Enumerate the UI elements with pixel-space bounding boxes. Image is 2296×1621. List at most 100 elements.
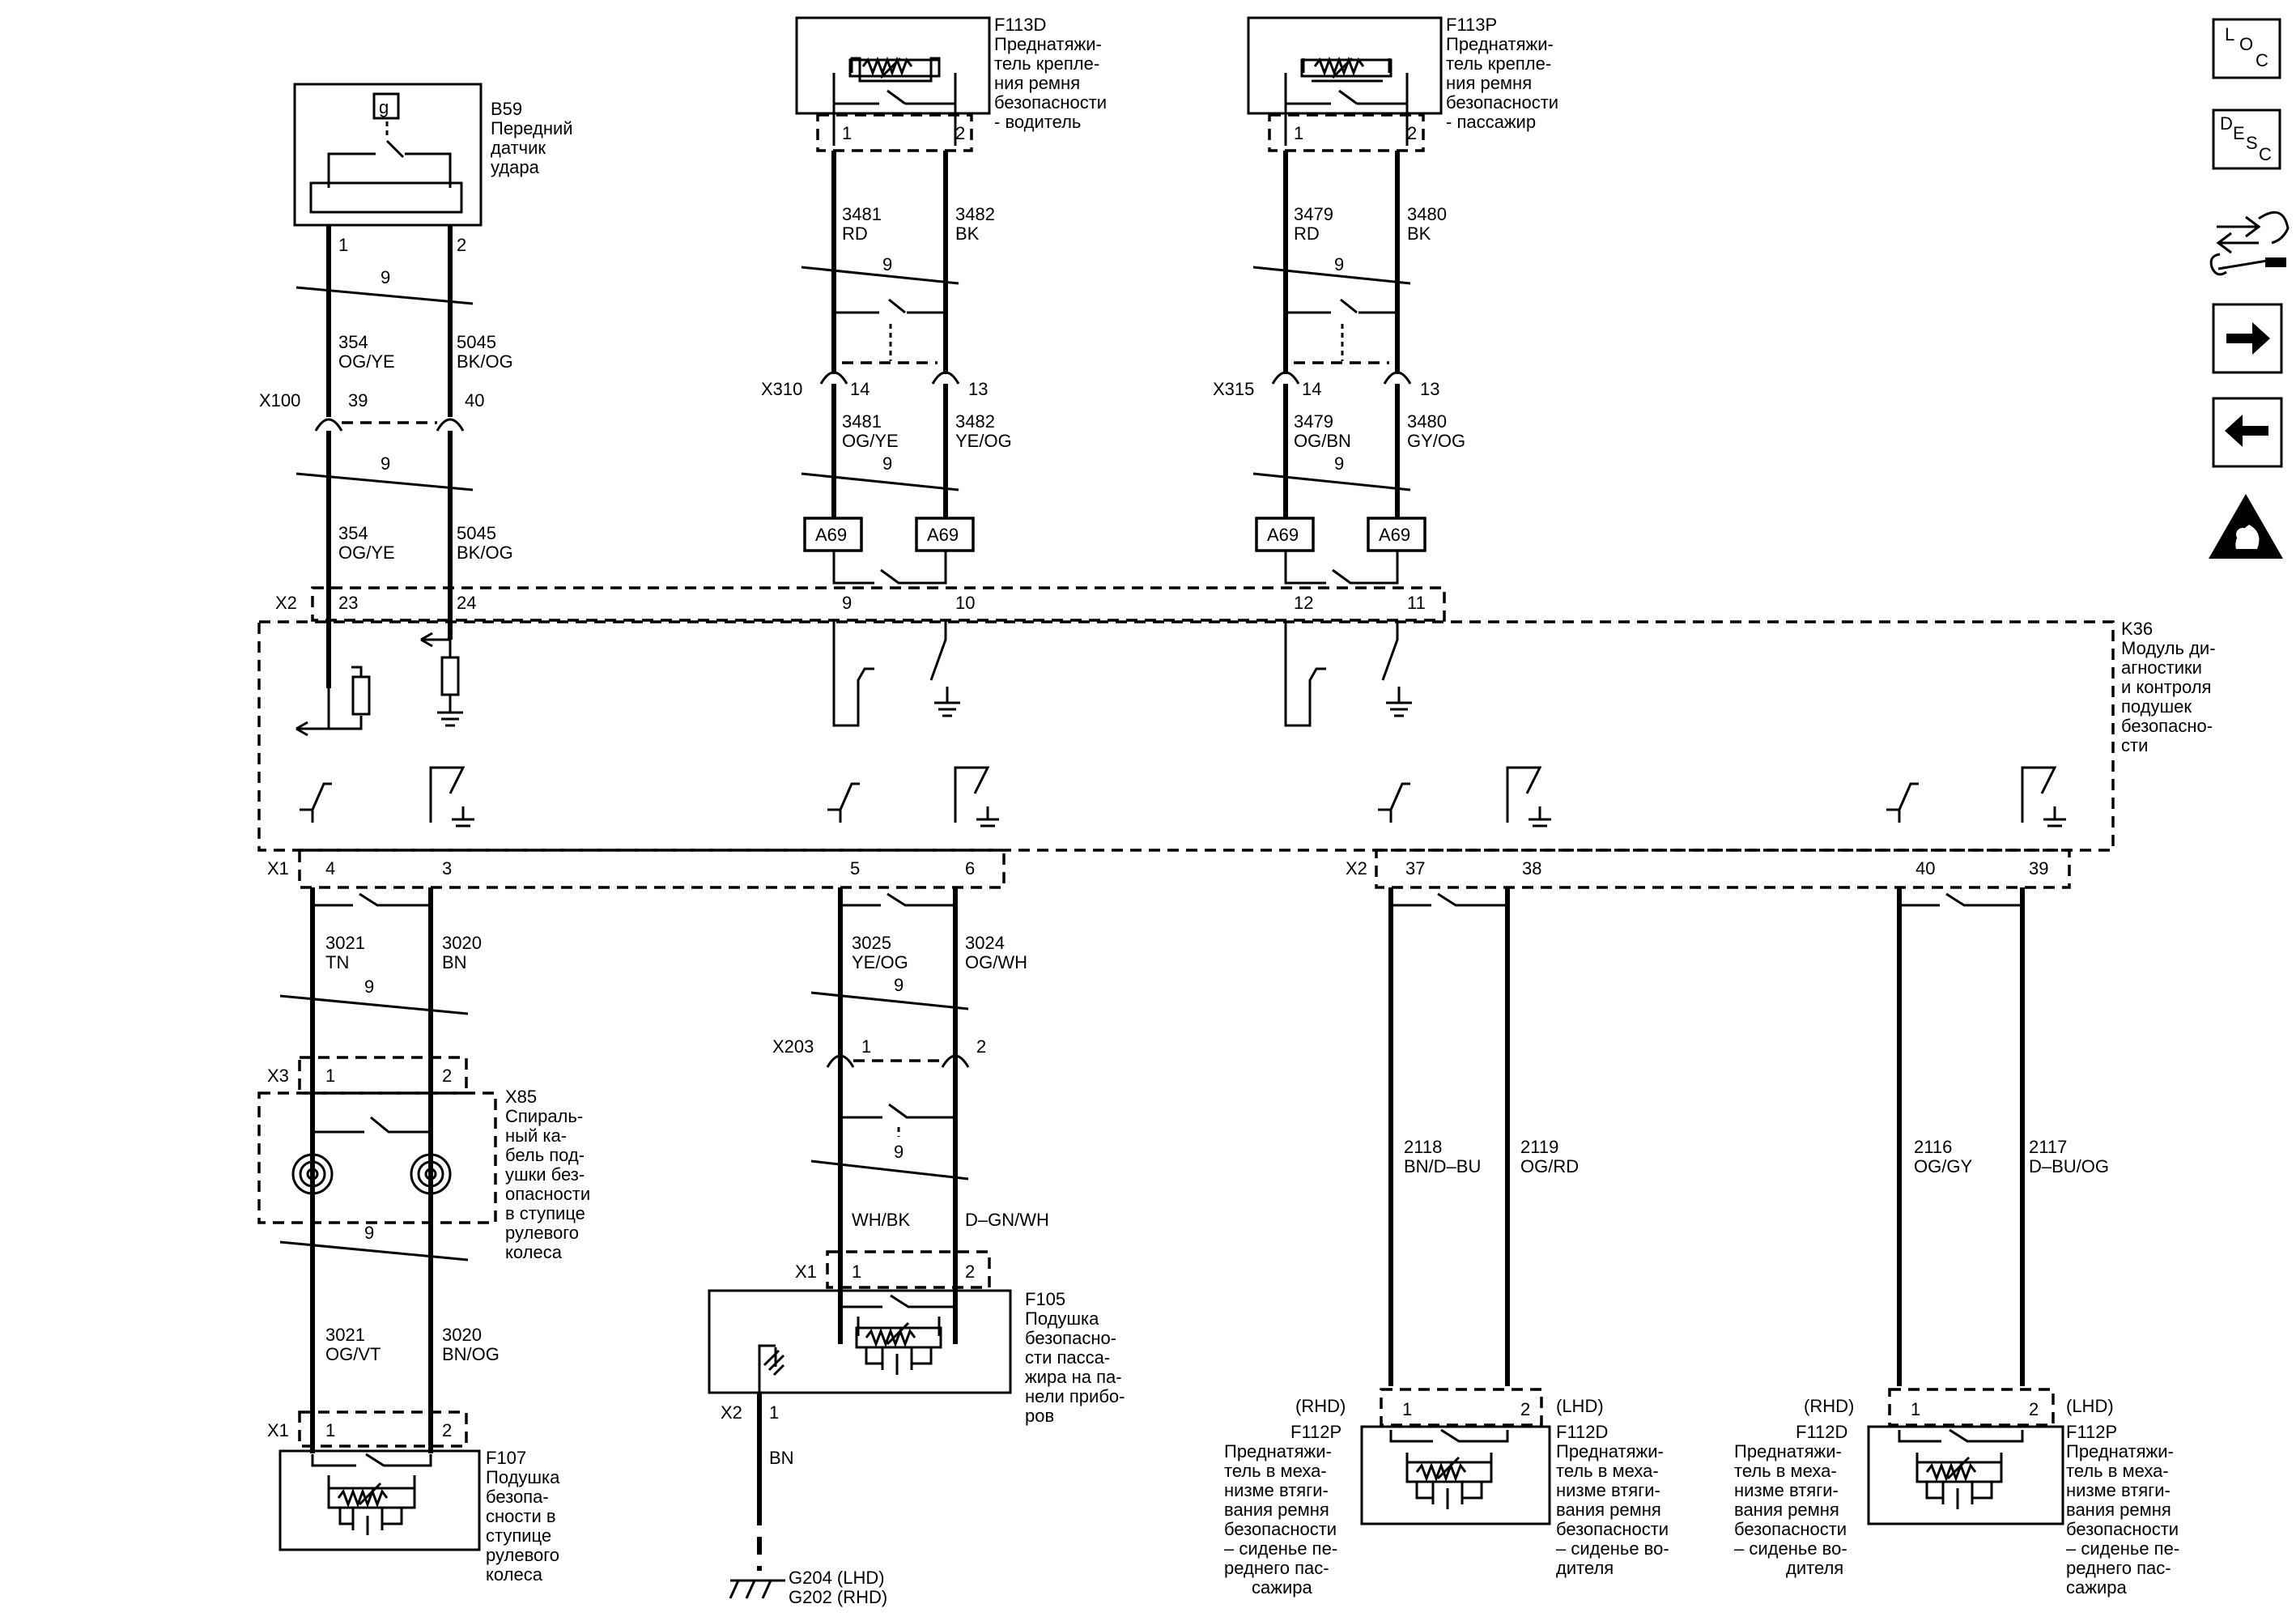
k36-line-2: агностики — [2121, 657, 2202, 678]
f113p-line-4: безопасности — [1446, 92, 1558, 113]
x1-f105-label: X1 — [795, 1261, 817, 1282]
wire-2118-num: 2118 — [1404, 1137, 1442, 1157]
f107-ref: F107 — [486, 1448, 526, 1468]
x315-pin-13: 13 — [1420, 379, 1439, 399]
f112d-a-line-3: низме втяги- — [1556, 1480, 1660, 1500]
b59-line-1: Передний — [491, 118, 573, 138]
wire-3479-num: 3479 — [1294, 204, 1333, 224]
f113p-line-1: Преднатяжи- — [1446, 34, 1554, 54]
f112p-b-tag: (LHD) — [2066, 1396, 2114, 1416]
x2-f105-label: X2 — [721, 1402, 742, 1423]
b59-twist-2: 9 — [381, 453, 390, 474]
f113d-line-3: ния ремня — [994, 73, 1080, 93]
f112d-a-line-2: тель в меха- — [1556, 1461, 1659, 1481]
f112d-a-tag: (LHD) — [1556, 1396, 1604, 1416]
f105-ref: F105 — [1025, 1289, 1065, 1309]
f113d-pin-1: 1 — [842, 123, 852, 143]
airbag-warning-icon — [2209, 494, 2283, 559]
wire-3021-color: TN — [325, 952, 349, 972]
wire-whbk: WH/BK — [852, 1210, 910, 1230]
k36-line-1: Модуль ди- — [2121, 638, 2216, 658]
f113p-pin-1: 1 — [1294, 123, 1303, 143]
f107-line-5: рулевого — [486, 1545, 559, 1565]
wire-2117-color: D–BU/OG — [2029, 1156, 2109, 1176]
wire-3480b-num: 3480 — [1407, 411, 1447, 432]
f113d-a69-right: A69 — [927, 525, 959, 545]
loc-letter-c: C — [2256, 50, 2268, 70]
x2-pin-24: 24 — [457, 593, 476, 613]
x1-pin-4: 4 — [325, 858, 335, 879]
wire-3481b-num: 3481 — [842, 411, 882, 432]
f113d-twist-1: 9 — [882, 254, 892, 274]
f113d-line-1: Преднатяжи- — [994, 34, 1102, 54]
x2-pin-23: 23 — [338, 593, 358, 613]
b59-badge: g — [379, 97, 389, 117]
x2-f105-pin-1: 1 — [769, 1402, 779, 1423]
wire-3479-color: RD — [1294, 223, 1320, 244]
x2-pin-10: 10 — [955, 593, 975, 613]
f112p-b-line-6: – сиденье пе- — [2066, 1538, 2179, 1559]
prev-arrow-icon[interactable] — [2212, 397, 2283, 468]
x2-pin-39: 39 — [2029, 858, 2048, 879]
desc-button[interactable]: D E S C — [2212, 108, 2281, 170]
x315-label: X315 — [1213, 379, 1254, 399]
x3-pin-1: 1 — [325, 1066, 335, 1086]
wire-3024-num: 3024 — [965, 933, 1005, 953]
f112a-pin-2: 2 — [1520, 1399, 1530, 1419]
wire-3482-num: 3482 — [955, 204, 995, 224]
wire-3480-num: 3480 — [1407, 204, 1447, 224]
wire-3481-color: RD — [842, 223, 868, 244]
wire-3020-num: 3020 — [442, 933, 482, 953]
x85-line-5: опасности — [505, 1184, 590, 1204]
f113d-a69-left: A69 — [815, 525, 847, 545]
steer-twist-1: 9 — [364, 976, 374, 997]
x100-pin-39: 39 — [348, 390, 368, 411]
wire-3021b-num: 3021 — [325, 1325, 365, 1345]
f112p-a-line-6: – сиденье пе- — [1224, 1538, 1337, 1559]
f105-line-3: сти пасса- — [1025, 1347, 1110, 1368]
wire-3020b-color: BN/OG — [442, 1344, 500, 1364]
clockspring-right-icon — [410, 1153, 452, 1195]
next-arrow-icon[interactable] — [2212, 303, 2283, 374]
wire-bn: BN — [769, 1448, 794, 1468]
wire-3025-num: 3025 — [852, 933, 891, 953]
f107-line-3: сности в — [486, 1506, 556, 1526]
wire-3479b-color: OG/BN — [1294, 431, 1351, 451]
f113d-line-2: тель крепле- — [994, 53, 1099, 74]
k36-line-6: сти — [2121, 735, 2148, 755]
f112a-pin-1: 1 — [1402, 1399, 1412, 1419]
x85-line-7: рулевого — [505, 1223, 579, 1243]
f113d-pin-2: 2 — [955, 123, 965, 143]
wire-2118-color: BN/D–BU — [1404, 1156, 1481, 1176]
x85-line-8: колеса — [505, 1242, 563, 1262]
f113p-line-2: тель крепле- — [1446, 53, 1551, 74]
f112p-a-ref: F112P — [1290, 1422, 1341, 1442]
f113p-line-5: - пассажир — [1446, 112, 1536, 132]
ip-twist-1: 9 — [894, 975, 904, 995]
f105-line-6: ров — [1025, 1406, 1054, 1426]
loc-button[interactable]: L O C — [2212, 18, 2281, 79]
desc-letter-c: C — [2259, 144, 2272, 164]
f113p-ref: F113P — [1446, 15, 1497, 35]
retractor-b-circuit: 2116 OG/GY 2117 D–BU/OG 1 2 (RHD) F112D … — [1734, 887, 2179, 1598]
wire-2119-num: 2119 — [1520, 1137, 1558, 1157]
x315-pin-14: 14 — [1302, 379, 1321, 399]
x1-f107-pin-1: 1 — [325, 1420, 335, 1440]
f112d-b-line-2: тель в меха- — [1734, 1461, 1837, 1481]
connector-wrench-icon[interactable] — [2209, 211, 2290, 276]
x2-pin-11: 11 — [1407, 593, 1426, 613]
f112d-b-line-4: вания ремня — [1734, 1500, 1839, 1520]
f112p-a-line-4: вания ремня — [1224, 1500, 1329, 1520]
desc-letter-s: S — [2246, 133, 2258, 153]
wire-3025-color: YE/OG — [852, 952, 908, 972]
x310-pin-14: 14 — [850, 379, 870, 399]
f112p-a-line-1: Преднатяжи- — [1224, 1441, 1332, 1461]
f112d-b-tag: (RHD) — [1804, 1396, 1854, 1416]
k36-line-5: безопасно- — [2121, 716, 2213, 736]
f112p-a-line-3: низме втяги- — [1224, 1480, 1329, 1500]
desc-letter-e: E — [2233, 123, 2245, 143]
wire-3020-color: BN — [442, 952, 467, 972]
x2-pin-38: 38 — [1522, 858, 1541, 879]
